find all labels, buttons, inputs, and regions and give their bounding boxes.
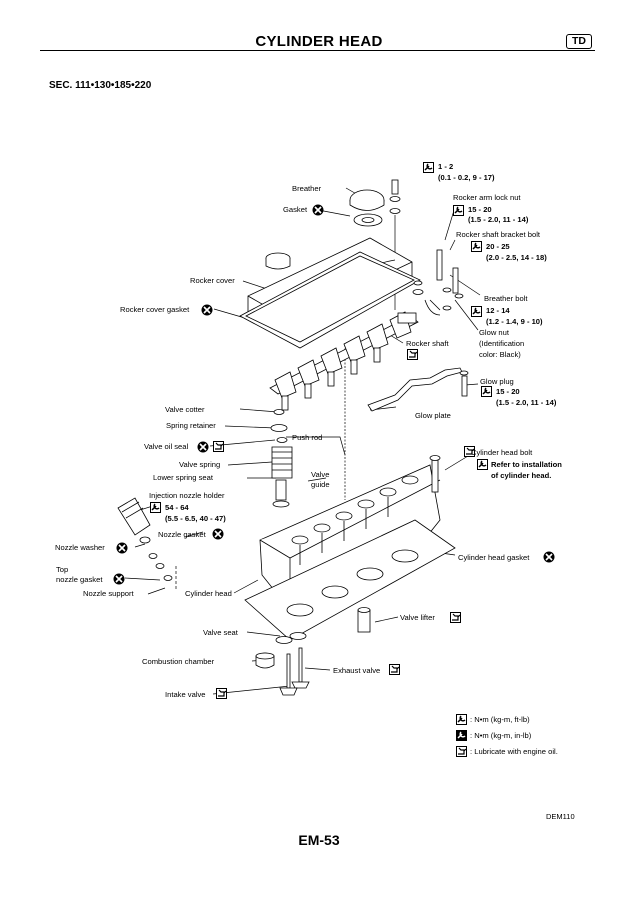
label-valve-guide: guide [311, 480, 330, 489]
figure-code: DEM110 [546, 812, 575, 821]
torque-value: 20 - 25 [486, 242, 510, 251]
label-intake-valve: Intake valve [165, 690, 206, 699]
label-combustion-chamber: Combustion chamber [142, 657, 215, 666]
label-nozzle-support: Nozzle support [83, 589, 134, 598]
label-glow-nut-color: color: Black) [479, 350, 521, 359]
torque-conversion: (5.5 - 6.5, 40 - 47) [165, 514, 226, 523]
label-rocker-cover: Rocker cover [190, 276, 235, 285]
oil-can-icon [464, 446, 475, 457]
torque-wrench-icon [150, 502, 161, 513]
label-top-nozzle-gasket: nozzle gasket [56, 575, 103, 584]
oil-can-icon [450, 612, 461, 623]
torque-conversion: (1.5 - 2.0, 11 - 14) [468, 215, 529, 224]
label-lower-spring-seat: Lower spring seat [153, 473, 213, 482]
page-number: EM-53 [298, 832, 340, 848]
header-rule [40, 50, 595, 52]
legend-torque-in: : N•m (kg-m, in-lb) [470, 731, 532, 740]
label-rocker-cover-gasket: Rocker cover gasket [120, 305, 190, 314]
torque-wrench-icon [477, 459, 488, 470]
torque-wrench-icon [471, 241, 482, 252]
label-valve-lifter: Valve lifter [400, 613, 435, 622]
torque-conversion: (1.5 - 2.0, 11 - 14) [496, 398, 557, 407]
oil-can-icon [389, 664, 400, 675]
label-glow-nut-id: (Identification [479, 339, 525, 348]
label-exhaust-valve: Exhaust valve [333, 666, 381, 675]
label-spring-retainer: Spring retainer [166, 421, 216, 430]
label-rocker-arm-lock-nut: Rocker arm lock nut [453, 193, 521, 202]
torque-value: 15 - 20 [468, 205, 492, 214]
label-cylinder-head-bolt: Cylinder head bolt [471, 448, 533, 457]
legend-torque-ft-icon [456, 714, 467, 725]
label-refer-installation: Refer to installation [491, 460, 562, 469]
torque-value: 1 - 2 [438, 162, 454, 171]
legend-torque-in-icon [456, 730, 467, 741]
label-injection-nozzle-holder: Injection nozzle holder [149, 491, 225, 500]
label-breather-bolt: Breather bolt [484, 294, 528, 303]
section-badge: TD [566, 34, 592, 49]
label-valve-cotter: Valve cotter [165, 405, 205, 414]
torque-wrench-icon [471, 306, 482, 317]
page-title: CYLINDER HEAD [255, 33, 383, 50]
label-push-rod: Push rod [292, 433, 323, 442]
torque-value: 12 - 14 [486, 306, 510, 315]
oil-can-icon [216, 688, 227, 699]
torque-conversion: (0.1 - 0.2, 9 - 17) [438, 173, 495, 182]
label-breather: Breather [292, 184, 322, 193]
torque-wrench-icon [481, 386, 492, 397]
legend-torque-ft: : N•m (kg-m, ft-lb) [470, 715, 530, 724]
torque-wrench-icon [423, 162, 434, 173]
oil-can-icon [407, 349, 418, 360]
label-cylinder-head: Cylinder head [185, 589, 232, 598]
label-valve-oil-seal: Valve oil seal [144, 442, 189, 451]
torque-value: 54 - 64 [165, 503, 189, 512]
legend-oil-icon [456, 746, 467, 757]
label-glow-nut: Glow nut [479, 328, 509, 337]
legend-oil: : Lubricate with engine oil. [470, 747, 558, 756]
torque-value: 15 - 20 [496, 387, 520, 396]
label-glow-plug: Glow plug [480, 377, 514, 386]
torque-wrench-icon [453, 205, 464, 216]
label-glow-plate: Glow plate [415, 411, 451, 420]
label-top-nozzle-gasket: Top [56, 565, 69, 574]
label-nozzle-washer: Nozzle washer [55, 543, 105, 552]
label-valve-guide: Valve [311, 470, 330, 479]
label-rocker-shaft: Rocker shaft [406, 339, 449, 348]
label-gasket: Gasket [283, 205, 308, 214]
label-valve-spring: Valve spring [179, 460, 221, 469]
oil-can-icon [213, 441, 224, 452]
torque-conversion: (1.2 - 1.4, 9 - 10) [486, 317, 543, 326]
label-valve-seat: Valve seat [203, 628, 238, 637]
section-reference: SEC. 111•130•185•220 [49, 80, 152, 91]
torque-conversion: (2.0 - 2.5, 14 - 18) [486, 253, 547, 262]
label-refer-installation: of cylinder head. [491, 471, 552, 480]
label-rocker-shaft-bracket-bolt: Rocker shaft bracket bolt [456, 230, 540, 239]
label-cylinder-head-gasket: Cylinder head gasket [458, 553, 530, 562]
label-nozzle-gasket: Nozzle gasket [158, 530, 206, 539]
